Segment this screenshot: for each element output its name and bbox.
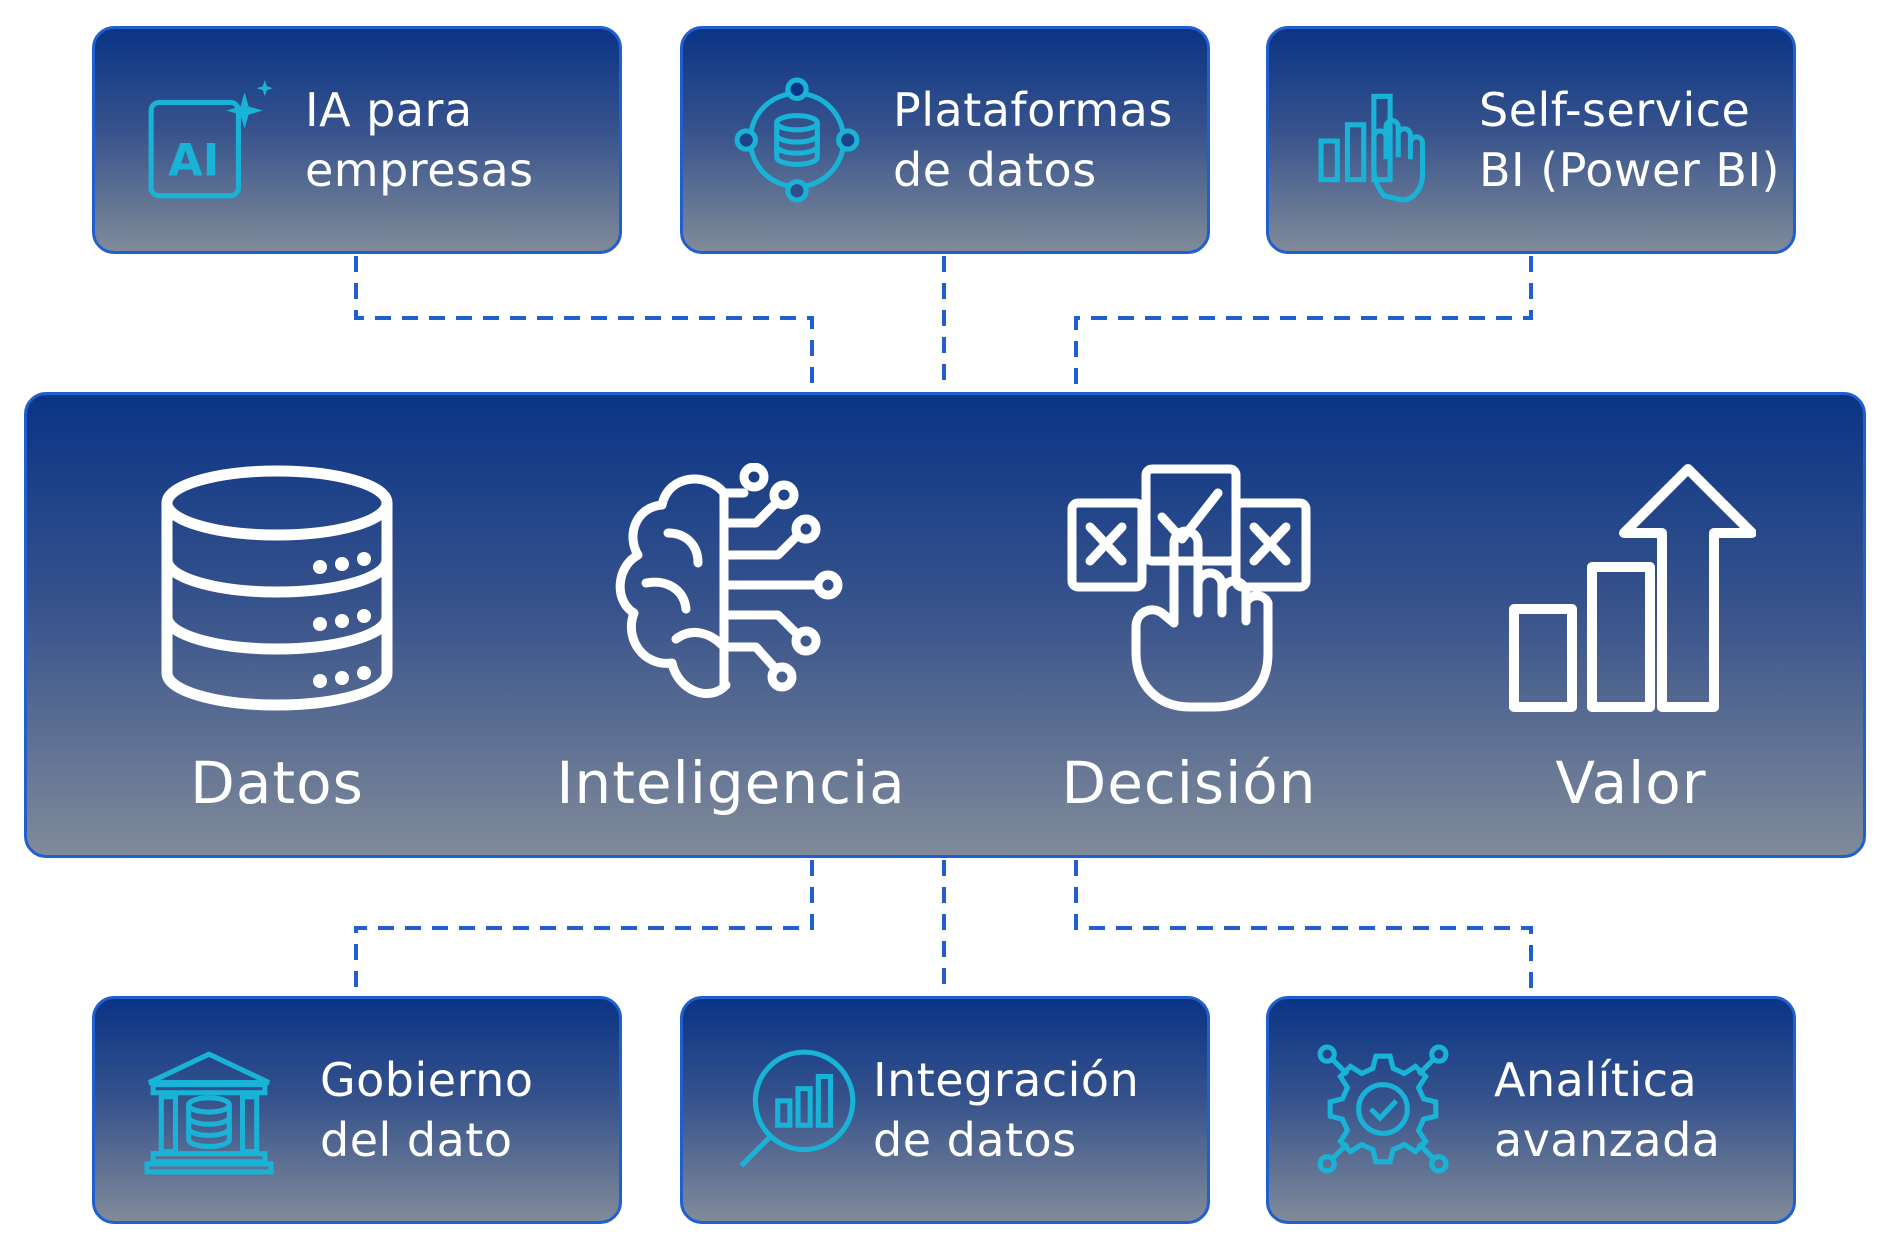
pillar-label: Datos bbox=[190, 749, 364, 817]
pillar-datos: Datos bbox=[67, 395, 487, 861]
database-icon bbox=[161, 465, 393, 711]
building-database-icon bbox=[144, 1051, 274, 1175]
checkbox-hand-icon bbox=[1067, 464, 1311, 712]
central-value-chain-panel: Datos Inteligencia Decisión bbox=[24, 392, 1866, 858]
database-network-icon bbox=[734, 77, 860, 203]
growth-arrow-icon bbox=[1509, 464, 1756, 712]
pillar-inteligencia: Inteligencia bbox=[521, 395, 941, 861]
pillar-label: Decisión bbox=[1061, 749, 1317, 817]
pillar-decision: Decisión bbox=[979, 395, 1399, 861]
gear-check-icon bbox=[1317, 1044, 1449, 1174]
brain-circuit-icon bbox=[615, 463, 843, 698]
pillar-valor: Valor bbox=[1421, 395, 1841, 861]
ai-sparkle-icon: AI bbox=[148, 80, 273, 199]
bar-chart-hand-icon bbox=[1318, 93, 1426, 203]
magnifier-chart-icon bbox=[739, 1049, 856, 1168]
pillar-label: Inteligencia bbox=[556, 749, 906, 817]
svg-text:AI: AI bbox=[168, 135, 219, 187]
pillar-label: Valor bbox=[1555, 749, 1707, 817]
